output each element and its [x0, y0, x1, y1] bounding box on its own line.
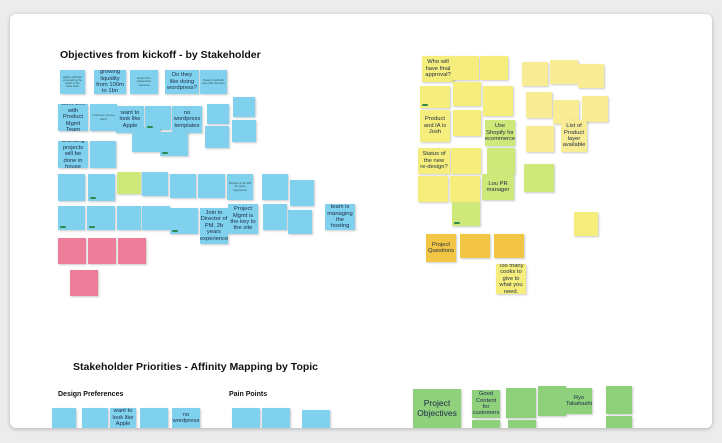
- sticky-note[interactable]: [262, 408, 290, 428]
- sticky-note[interactable]: [170, 208, 198, 234]
- sticky-note[interactable]: [453, 82, 481, 106]
- sticky-note[interactable]: [450, 176, 480, 202]
- sticky-note[interactable]: [526, 126, 554, 152]
- sticky-note[interactable]: growing liquidity from 100m to 1bn: [94, 70, 126, 94]
- sticky-note-link[interactable]: [58, 238, 86, 264]
- sticky-note[interactable]: Customer journey clarity: [90, 104, 117, 131]
- sticky-note[interactable]: [263, 204, 287, 230]
- sticky-note[interactable]: [232, 408, 260, 428]
- whiteboard-canvas[interactable]: Objectives from kickoff - by Stakeholder…: [10, 14, 712, 428]
- sticky-note[interactable]: Project Questions: [426, 234, 456, 262]
- sticky-note[interactable]: [288, 210, 312, 234]
- sticky-note[interactable]: [451, 56, 479, 80]
- sticky-note[interactable]: want to look like Apple: [116, 106, 144, 133]
- sticky-note[interactable]: [205, 126, 229, 148]
- sticky-note[interactable]: no wordpress: [172, 408, 200, 428]
- sticky-note[interactable]: [538, 386, 566, 416]
- sticky-note[interactable]: [606, 416, 632, 428]
- subheading-pain-points: Pain Points: [229, 391, 268, 398]
- sticky-note[interactable]: [483, 86, 513, 116]
- sticky-note[interactable]: [506, 388, 536, 418]
- sticky-note[interactable]: Lou PR manager: [482, 174, 514, 200]
- sticky-note[interactable]: [232, 120, 256, 142]
- sticky-note-link[interactable]: [118, 238, 146, 264]
- sticky-note[interactable]: [480, 56, 508, 80]
- sticky-note[interactable]: [170, 174, 196, 198]
- sticky-note[interactable]: [472, 420, 500, 428]
- sticky-note[interactable]: [508, 420, 536, 428]
- sticky-note[interactable]: [420, 86, 450, 108]
- sticky-note[interactable]: [132, 128, 160, 152]
- sticky-note[interactable]: [522, 62, 548, 86]
- sticky-note[interactable]: Product and IA is Josh: [420, 110, 450, 142]
- sticky-note[interactable]: [574, 212, 598, 236]
- sticky-note[interactable]: Use Shopify for ecommerce: [485, 120, 515, 146]
- sticky-note-link[interactable]: [524, 164, 554, 192]
- sticky-note[interactable]: [207, 104, 229, 124]
- sticky-note[interactable]: [451, 148, 481, 174]
- sticky-note[interactable]: Do they like doing wordpress?: [165, 70, 199, 94]
- sticky-note[interactable]: [582, 96, 608, 122]
- sticky-note[interactable]: [117, 172, 141, 194]
- sticky-note[interactable]: [487, 148, 515, 174]
- sticky-note[interactable]: [58, 174, 85, 201]
- sticky-note[interactable]: Review of the PM 2b years experience: [227, 174, 253, 200]
- sticky-note[interactable]: [87, 206, 115, 230]
- section-heading-priorities: Stakeholder Priorities - Affinity Mappin…: [73, 361, 319, 373]
- sticky-note[interactable]: [117, 206, 141, 230]
- sticky-note[interactable]: [52, 408, 76, 428]
- sticky-note[interactable]: Design feedback loop with the team: [200, 70, 227, 94]
- section-heading-objectives: Objectives from kickoff - by Stakeholder: [60, 49, 261, 61]
- sticky-note[interactable]: Join to Director of PM, 2b years experie…: [200, 208, 228, 244]
- sticky-note[interactable]: [142, 206, 170, 230]
- sticky-note[interactable]: [58, 206, 85, 230]
- sticky-note[interactable]: [526, 92, 552, 118]
- sticky-note[interactable]: [606, 386, 632, 414]
- sticky-note[interactable]: [452, 202, 480, 226]
- sticky-note[interactable]: [418, 176, 448, 202]
- sticky-note-link[interactable]: [88, 238, 116, 264]
- sticky-note[interactable]: [160, 132, 188, 156]
- sticky-note[interactable]: [145, 106, 171, 130]
- sticky-note[interactable]: [302, 410, 330, 428]
- sticky-note[interactable]: Branding projects will be done in house: [58, 141, 88, 168]
- subheading-design-preferences: Design Preferences: [58, 391, 124, 398]
- sticky-note[interactable]: List of Product layer available: [561, 120, 587, 152]
- sticky-note[interactable]: [140, 408, 168, 428]
- sticky-note[interactable]: Status of the new re-design?: [418, 148, 450, 174]
- sticky-note-link[interactable]: [70, 270, 98, 296]
- sticky-note-large[interactable]: Project Objectives: [413, 389, 461, 428]
- sticky-note[interactable]: Project Mgmt is the key to the site: [228, 204, 258, 234]
- sticky-note[interactable]: Good Content for customers: [472, 390, 500, 418]
- sticky-note[interactable]: [88, 174, 115, 201]
- sticky-note[interactable]: Too many cooks to give to what you need.: [496, 264, 526, 294]
- sticky-note[interactable]: [460, 234, 490, 258]
- sticky-note[interactable]: [494, 234, 524, 258]
- sticky-note[interactable]: Notes from stakeholder interview: [130, 70, 158, 94]
- sticky-note[interactable]: [142, 172, 168, 196]
- sticky-note[interactable]: [550, 60, 578, 84]
- sticky-note[interactable]: Who will have final approval?: [422, 56, 454, 82]
- sticky-note[interactable]: [233, 97, 255, 117]
- sticky-note[interactable]: [198, 174, 225, 198]
- sticky-note[interactable]: [290, 180, 314, 206]
- sticky-note[interactable]: Their IT team is managing the hosting ac…: [325, 204, 355, 230]
- sticky-note[interactable]: no wordpress templates: [172, 106, 202, 133]
- sticky-note[interactable]: [90, 141, 116, 168]
- sticky-note[interactable]: Highly effective at speaking the leads t…: [60, 70, 85, 94]
- sticky-note[interactable]: want to look like Apple: [110, 408, 136, 428]
- sticky-note[interactable]: [262, 174, 288, 200]
- sticky-note[interactable]: [578, 64, 604, 88]
- sticky-note[interactable]: Ryo Takahashi: [566, 388, 592, 414]
- sticky-note[interactable]: work well with Product Mgmt Team: [58, 104, 88, 131]
- sticky-note[interactable]: [82, 408, 108, 428]
- sticky-note[interactable]: [453, 110, 481, 136]
